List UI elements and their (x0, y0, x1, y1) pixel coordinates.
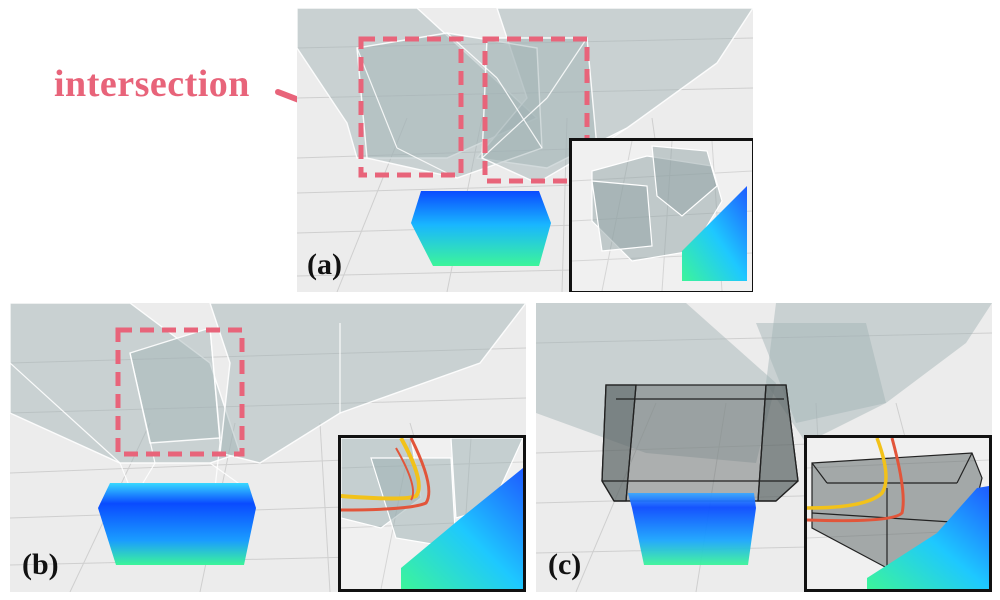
panel-b: (b) (10, 303, 526, 592)
panel-b-label: (b) (22, 548, 59, 581)
swept-volume (10, 303, 526, 464)
panel-a: (a) (297, 8, 753, 292)
panel-b-scene (10, 303, 526, 592)
panel-c-inset-scene (807, 438, 989, 589)
panel-b-inset (338, 435, 526, 592)
swept-volume (297, 8, 753, 184)
panel-b-inset-scene (341, 438, 523, 589)
panel-a-inset (569, 138, 753, 292)
panel-c: (c) (536, 303, 992, 592)
panel-a-label: (a) (307, 248, 342, 281)
robot-block (411, 191, 551, 266)
robot-block (98, 483, 256, 565)
intersection-box (115, 327, 245, 457)
robot-block (628, 493, 756, 565)
intersection-annotation: intersection (54, 63, 250, 105)
intersection-boxes (358, 36, 590, 184)
panel-c-label: (c) (548, 548, 582, 581)
panel-c-scene (536, 303, 992, 592)
panel-a-inset-scene (572, 141, 752, 291)
swept-volume (536, 303, 992, 463)
collision-box (601, 384, 799, 502)
panel-a-scene (297, 8, 753, 292)
panel-c-inset (804, 435, 992, 592)
